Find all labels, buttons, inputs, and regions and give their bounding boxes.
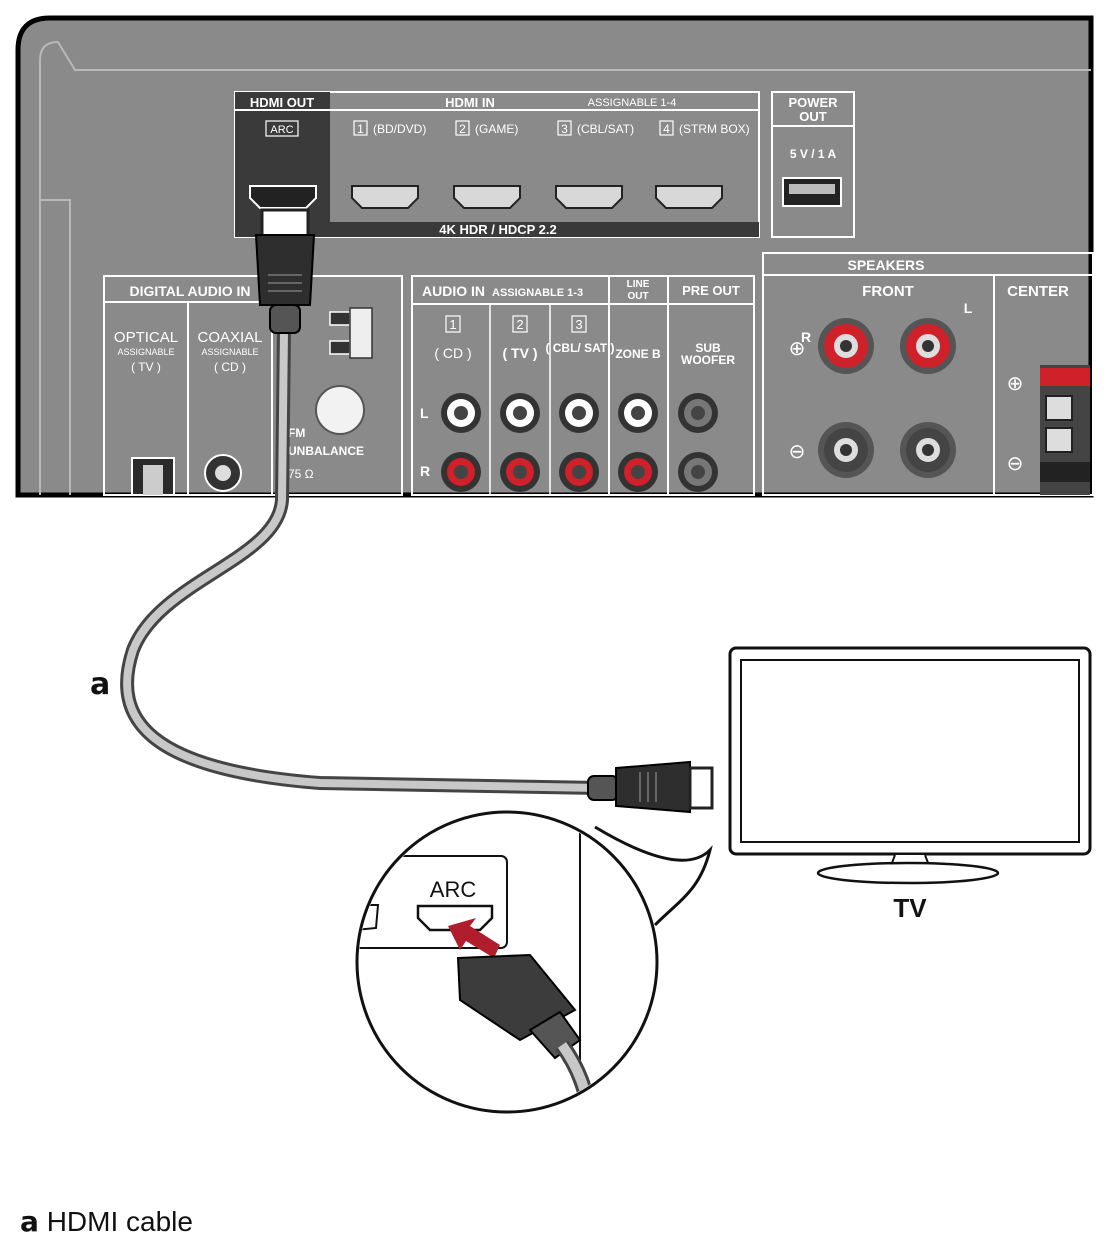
optical-label: OPTICAL — [114, 329, 178, 346]
hdmi-cable — [120, 208, 714, 814]
fm-label: FM — [288, 426, 305, 440]
hdmi-in-3-number: 3 — [561, 122, 568, 136]
hdmi-in-2-number: 2 — [459, 122, 466, 136]
subwoofer-label-1: SUB — [695, 341, 721, 355]
power-rating: 5 V / 1 A — [790, 147, 837, 161]
hdmi-in-4-name: (STRM BOX) — [679, 122, 750, 136]
speakers-label: SPEAKERS — [847, 257, 924, 273]
front-r-label: R — [801, 329, 811, 345]
front-label: FRONT — [862, 283, 914, 300]
audio-in-2-number: 2 — [516, 317, 523, 332]
subwoofer-label-2: WOOFER — [681, 353, 735, 367]
hdmi-in-3-port — [555, 185, 623, 209]
hdmi-out-port — [249, 185, 317, 209]
figure-caption: a HDMI cable — [20, 1205, 193, 1238]
center-label: CENTER — [1007, 283, 1069, 300]
audio-in-1-number: 1 — [449, 317, 456, 332]
channel-r-label: R — [420, 463, 430, 479]
unbalance-label: UNBALANCE — [288, 444, 364, 458]
power-out-label-2: OUT — [799, 109, 827, 124]
hdmi-in-4-number: 4 — [663, 122, 670, 136]
tv-arc-hdmi-port — [416, 904, 494, 932]
hdmi-in-2-port — [453, 185, 521, 209]
audio-assignable-label: ASSIGNABLE 1-3 — [492, 287, 583, 299]
line-out-label-2: OUT — [627, 291, 648, 302]
center-plus-sign: ⊕ — [1007, 373, 1024, 395]
caption-text: HDMI cable — [46, 1206, 193, 1237]
power-out-section: POWER OUT 5 V / 1 A — [771, 91, 855, 238]
antenna-section: FM UNBALANCE 75 Ω — [271, 275, 403, 496]
front-terminals — [818, 318, 956, 478]
hdmi-assignable-label: ASSIGNABLE 1-4 — [588, 97, 677, 109]
arc-port-callout: ARC — [355, 810, 713, 1114]
front-l-label: L — [964, 300, 973, 316]
audio-in-1-name: ( CD ) — [434, 345, 471, 361]
coaxial-assignable: ASSIGNABLE — [201, 347, 258, 357]
hdmi-in-1-name: (BD/DVD) — [373, 122, 426, 136]
power-out-label-1: POWER — [788, 95, 838, 110]
audio-r-jacks — [441, 452, 718, 492]
speakers-section: SPEAKERS FRONT CENTER R L ⊕ ⊖ ⊕ ⊖ — [762, 252, 1094, 496]
hdmi-in-1-number: 1 — [357, 122, 364, 136]
zone-b-label: ZONE B — [615, 347, 661, 361]
cable-callout-letter: a — [90, 667, 110, 702]
hdmi-out-label: HDMI OUT — [250, 95, 314, 110]
caption-letter: a — [20, 1205, 39, 1238]
fm-antenna-jack — [315, 385, 365, 435]
optical-assignable: ASSIGNABLE — [117, 347, 174, 357]
ohm-label: 75 Ω — [288, 467, 314, 481]
front-minus-sign: ⊖ — [789, 441, 806, 463]
audio-l-jacks — [441, 393, 718, 433]
tv: TV — [728, 646, 1092, 923]
tv-label: TV — [893, 893, 927, 923]
center-minus-sign: ⊖ — [1007, 453, 1024, 475]
coaxial-label: COAXIAL — [197, 329, 262, 346]
hdmi-input-labels: 1 (BD/DVD) 2 (GAME) 3 (CBL/SAT) 4 (STRM … — [353, 120, 750, 136]
line-out-label-1: LINE — [627, 279, 650, 290]
audio-in-3-name: ( CBL/ SAT ) — [545, 341, 614, 355]
hdmi-ports — [249, 185, 723, 209]
hdmi-in-2-name: (GAME) — [475, 122, 518, 136]
optical-sub: ( TV ) — [131, 360, 161, 374]
hdmi-in-4-port — [655, 185, 723, 209]
hdmi-plug-tv — [587, 760, 714, 814]
hdcp-label: 4K HDR / HDCP 2.2 — [439, 222, 557, 237]
audio-in-3-number: 3 — [575, 317, 582, 332]
digital-audio-in-label: DIGITAL AUDIO IN — [129, 283, 250, 299]
hdmi-in-1-port — [351, 185, 419, 209]
center-terminals — [1040, 365, 1090, 495]
audio-in-label: AUDIO IN — [422, 283, 485, 299]
audio-in-section: AUDIO IN ASSIGNABLE 1-3 LINE OUT PRE OUT… — [411, 275, 755, 496]
audio-in-2-name: ( TV ) — [503, 345, 538, 361]
hdmi-plug-receiver — [254, 208, 316, 334]
insert-arrow-icon — [448, 918, 500, 958]
av-receiver-rear-panel: HDMI OUT ARC HDMI IN ASSIGNABLE 1-4 1 (B… — [15, 15, 1094, 498]
hdmi-in-3-name: (CBL/SAT) — [577, 122, 634, 136]
coaxial-sub: ( CD ) — [214, 360, 246, 374]
pre-out-label: PRE OUT — [682, 283, 740, 298]
arc-port-label: ARC — [430, 877, 477, 902]
arc-badge: ARC — [270, 124, 293, 136]
front-plus-sign: ⊕ — [789, 338, 806, 360]
channel-l-label: L — [420, 405, 429, 421]
hdmi-in-label: HDMI IN — [445, 95, 495, 110]
